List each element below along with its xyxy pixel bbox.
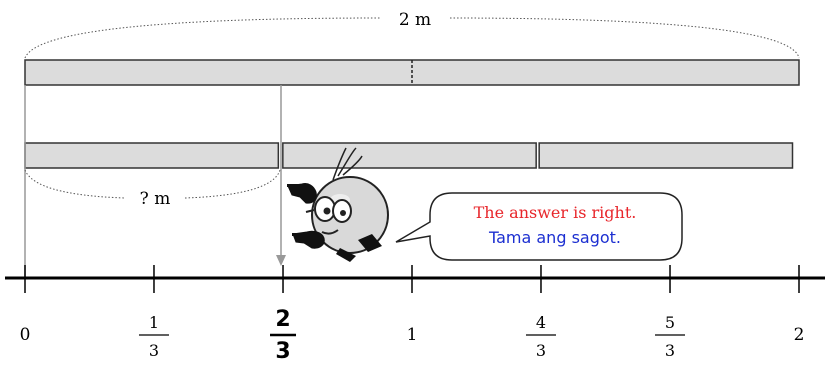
answer-arrow-head [276, 255, 286, 266]
speech-bubble [395, 192, 683, 261]
total-length-brace [24, 17, 800, 59]
fraction-numerator: 2 [275, 307, 290, 332]
tick-label: 2 [794, 325, 805, 345]
fraction-denominator: 3 [149, 341, 159, 360]
mascot-character [287, 147, 389, 262]
unknown-length-brace [24, 169, 281, 199]
fraction-denominator: 3 [536, 341, 546, 360]
tick-label: 0 [20, 325, 31, 345]
whole-bar [24, 59, 800, 86]
fraction-numerator: 5 [665, 313, 675, 332]
third-segment [538, 142, 794, 169]
fraction-numerator: 1 [149, 313, 159, 332]
thirds-bar [24, 142, 794, 169]
third-segment [24, 142, 280, 169]
tick-label: 1 [407, 325, 418, 345]
pointing-hand-upper [287, 183, 317, 204]
fraction-denominator: 3 [665, 341, 675, 360]
speech-text-filipino: Tama ang sagot. [488, 228, 622, 247]
pointing-hand-lower [292, 230, 325, 249]
speech-text-english: The answer is right. [473, 203, 637, 222]
total-length-label: 2 m [399, 10, 431, 30]
fraction-denominator: 3 [275, 339, 290, 364]
third-segment [282, 142, 537, 169]
unknown-length-label: ? m [140, 189, 171, 209]
fraction-numerator: 4 [536, 313, 546, 332]
number-line-ticks: 0 1 3 2 3 1 4 3 5 3 2 [20, 265, 805, 364]
